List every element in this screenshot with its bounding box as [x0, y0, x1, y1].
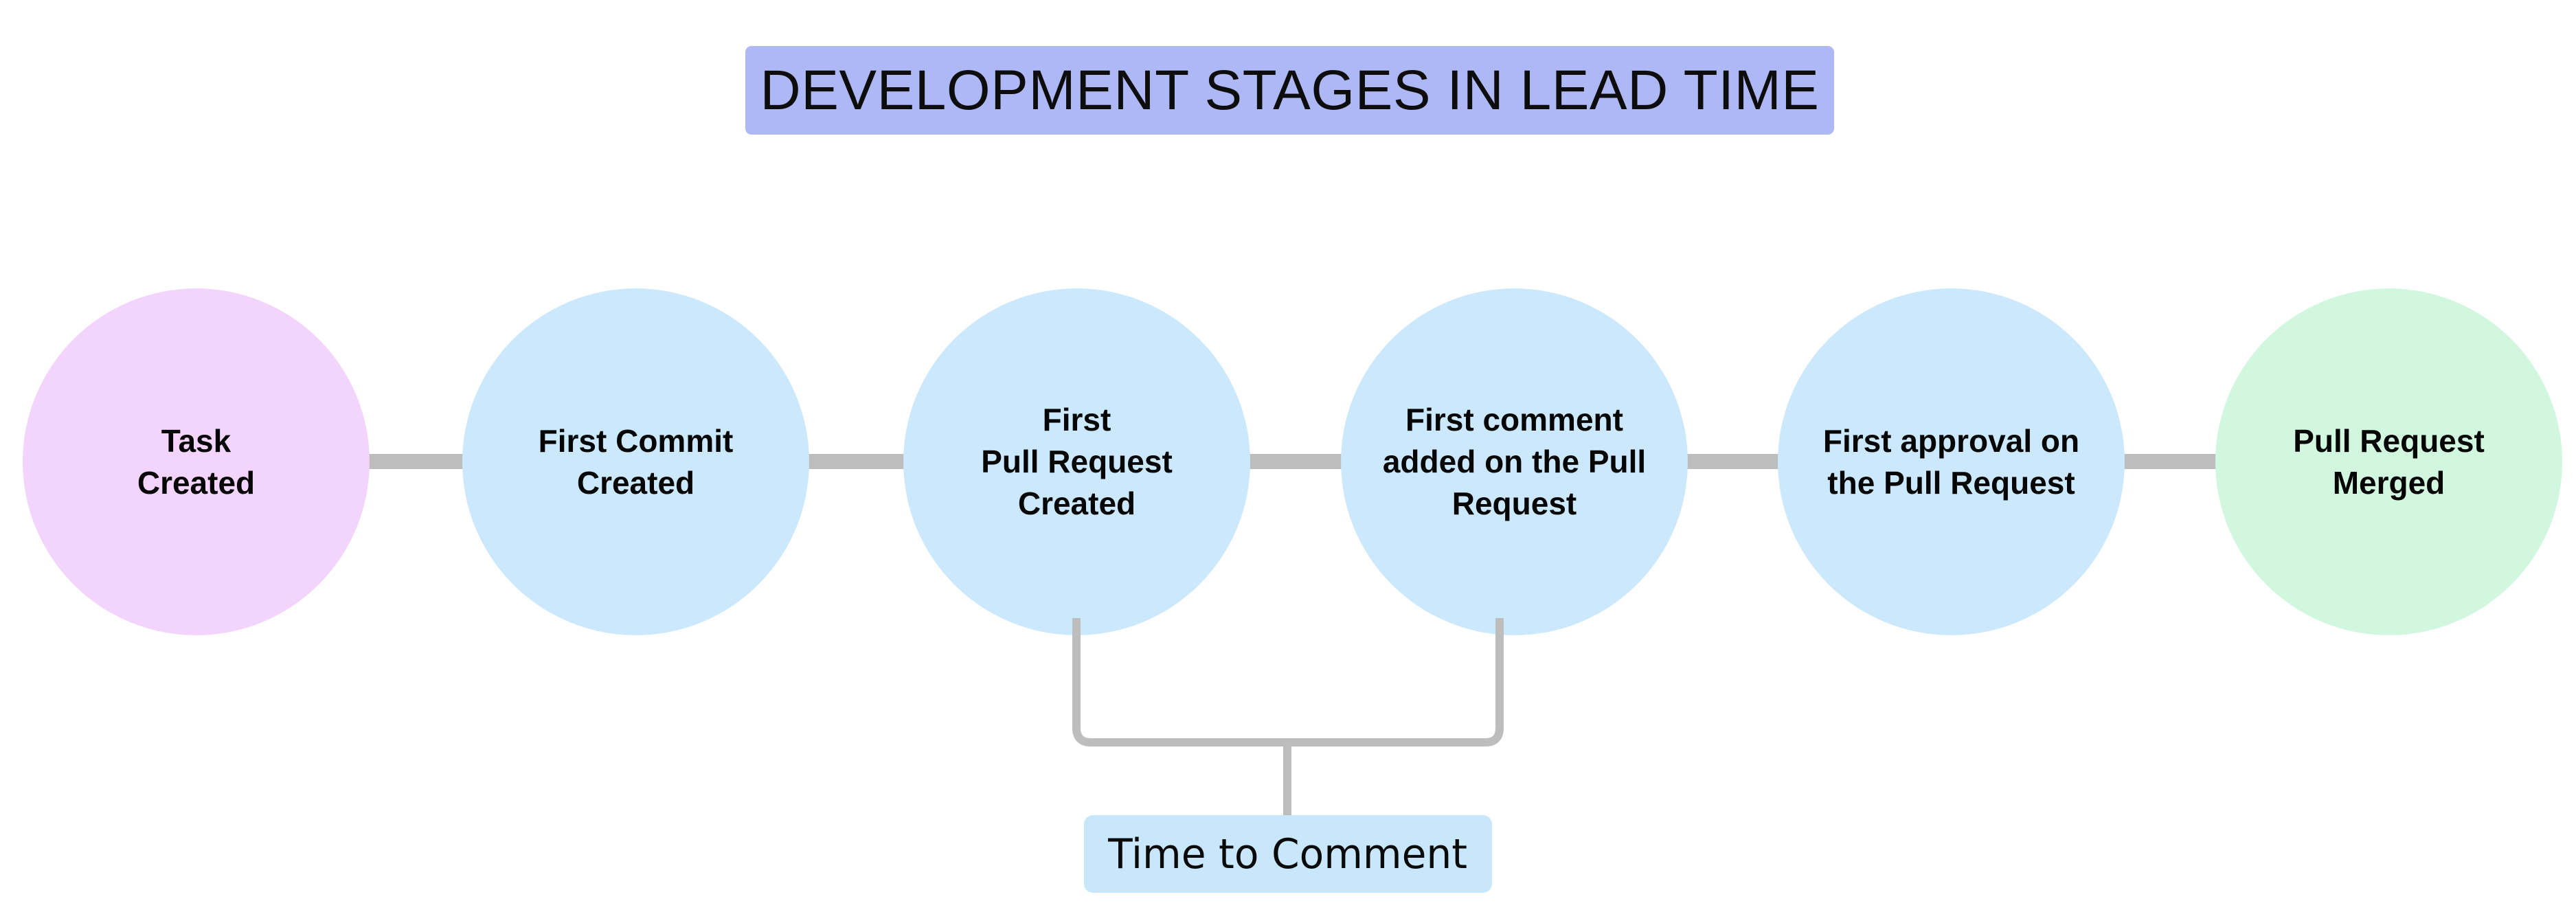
connector-comment-to-appr [1682, 454, 1785, 469]
stage-node-first-pull-request[interactable]: First Pull Request Created [903, 288, 1250, 635]
stage-node-first-approval[interactable]: First approval on the Pull Request [1778, 288, 2125, 635]
time-to-comment-bracket [1072, 618, 1504, 815]
diagram-title-banner: DEVELOPMENT STAGES IN LEAD TIME [745, 46, 1834, 135]
connector-commit-to-pr [805, 454, 908, 469]
metric-label-text: Time to Comment [1108, 830, 1468, 878]
stage-node-label: First Commit Created [538, 422, 734, 501]
stage-node-label: First comment added on the Pull Request [1382, 402, 1647, 521]
stage-node-label: First approval on the Pull Request [1822, 422, 2080, 501]
metric-label-time-to-comment[interactable]: Time to Comment [1084, 815, 1492, 893]
stage-node-label: Pull Request Merged [2293, 422, 2485, 501]
diagram-title-text: DEVELOPMENT STAGES IN LEAD TIME [760, 58, 1820, 122]
connector-task-to-commit [364, 454, 471, 469]
stage-node-pull-request-merged[interactable]: Pull Request Merged [2215, 288, 2562, 635]
stage-node-first-commit[interactable]: First Commit Created [462, 288, 809, 635]
stage-node-task-created[interactable]: Task Created [23, 288, 370, 635]
connector-pr-to-comment [1245, 454, 1348, 469]
stage-node-label: Task Created [137, 422, 256, 501]
stage-node-label: First Pull Request Created [981, 402, 1173, 521]
connector-appr-to-merged [2119, 454, 2222, 469]
stage-node-first-comment[interactable]: First comment added on the Pull Request [1341, 288, 1688, 635]
